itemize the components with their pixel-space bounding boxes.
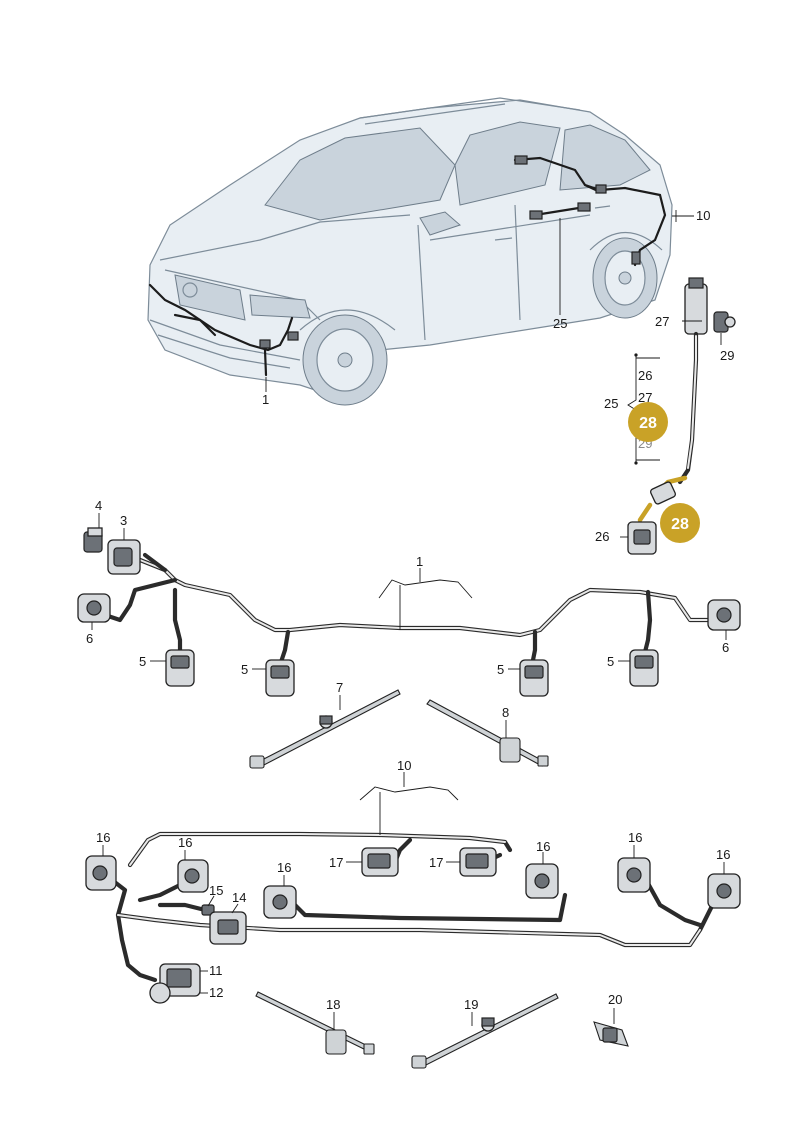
callout-20: 20 xyxy=(608,992,622,1007)
car-illustration xyxy=(147,97,673,406)
callout-12: 12 xyxy=(209,985,223,1000)
callout-5-d: 5 xyxy=(607,654,614,669)
clip-20 xyxy=(593,1021,629,1047)
badge-28-detail-label: 28 xyxy=(671,516,689,533)
callout-8: 8 xyxy=(502,705,509,720)
callout-27-list: 27 xyxy=(638,390,652,405)
cable-tie-18 xyxy=(255,991,375,1055)
callout-14: 14 xyxy=(232,890,246,905)
callout-5-b: 5 xyxy=(241,662,248,677)
callout-25-list: 25 xyxy=(604,396,618,411)
cable-tie-8 xyxy=(426,699,549,767)
callout-17-a: 17 xyxy=(329,855,343,870)
callout-10-car: 10 xyxy=(696,208,710,223)
callout-17-b: 17 xyxy=(429,855,443,870)
callout-16-e: 16 xyxy=(628,830,642,845)
callout-16-f: 16 xyxy=(716,847,730,862)
callout-7: 7 xyxy=(336,680,343,695)
callout-25-car: 25 xyxy=(553,316,567,331)
callout-1-car: 1 xyxy=(262,392,269,407)
callout-3: 3 xyxy=(120,513,127,528)
rear-harness xyxy=(85,831,741,1004)
callout-27-detail: 27 xyxy=(655,314,669,329)
cable-tie-19 xyxy=(411,993,559,1069)
callout-29-detail: 29 xyxy=(720,348,734,363)
callout-19: 19 xyxy=(464,997,478,1012)
callout-15: 15 xyxy=(209,883,223,898)
callout-26-detail: 26 xyxy=(595,529,609,544)
callout-6-right: 6 xyxy=(722,640,729,655)
badge-28-list-label: 28 xyxy=(639,415,657,432)
cable-tie-7 xyxy=(249,689,401,769)
callout-5-a: 5 xyxy=(139,654,146,669)
callout-16-a: 16 xyxy=(96,830,110,845)
callout-4: 4 xyxy=(95,498,102,513)
callout-16-b: 16 xyxy=(178,835,192,850)
callout-11: 11 xyxy=(209,963,223,978)
callout-1-harness: 1 xyxy=(416,554,423,569)
callout-6-left: 6 xyxy=(86,631,93,646)
callout-18: 18 xyxy=(326,997,340,1012)
callout-5-c: 5 xyxy=(497,662,504,677)
callout-16-c: 16 xyxy=(277,860,291,875)
badge-28-detail[interactable] xyxy=(660,503,700,543)
callout-16-d: 16 xyxy=(536,839,550,854)
callout-10-harness: 10 xyxy=(397,758,411,773)
callout-26-list: 26 xyxy=(638,368,652,383)
badge-28-list[interactable] xyxy=(628,402,668,442)
sensor-detail-group xyxy=(627,277,736,555)
